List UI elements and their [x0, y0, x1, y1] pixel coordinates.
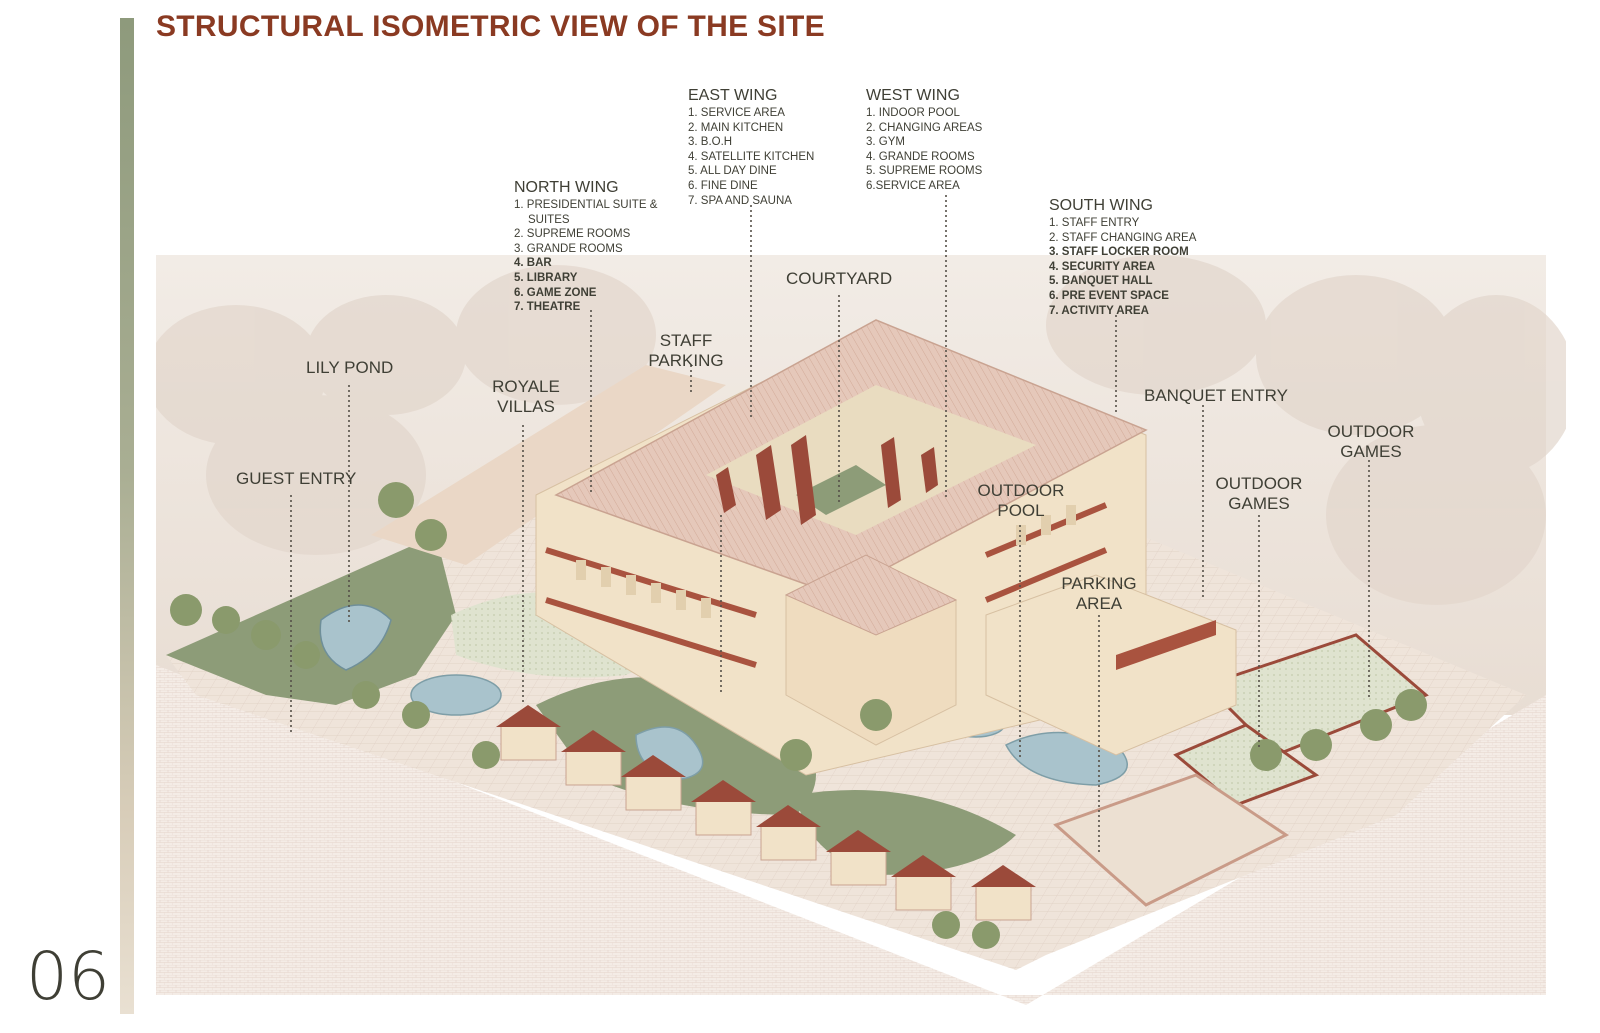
label-courtyard: COURTYARD — [786, 269, 893, 288]
east-wing-item: 2. MAIN KITCHEN — [688, 121, 784, 134]
royale-villas-row — [496, 705, 1036, 921]
page-title: STRUCTURAL ISOMETRIC VIEW OF THE SITE — [156, 10, 825, 43]
south-wing-title: SOUTH WING — [1049, 197, 1153, 214]
label-banquet-entry: BANQUET ENTRY — [1144, 386, 1288, 405]
west-wing-item: 3. GYM — [866, 136, 905, 149]
east-wing-item: 4. SATELLITE KITCHEN — [688, 150, 815, 163]
north-wing-item: 2. SUPREME ROOMS — [514, 228, 631, 241]
lily-pond — [319, 604, 392, 671]
courtyard-void — [706, 385, 1036, 535]
north-wing-item: 6. GAME ZONE — [514, 286, 597, 299]
label-outdoor-games-2: OUTDOOR GAMES — [1215, 474, 1303, 514]
isometric-site-drawing: NORTH WING 1. PRESIDENTIAL SUITE & SUITE… — [146, 55, 1576, 1015]
east-wing-legend: EAST WING 1. SERVICE AREA 2. MAIN KITCHE… — [688, 87, 814, 208]
pool-small — [410, 674, 502, 716]
west-wing-item: 6.SERVICE AREA — [866, 179, 960, 192]
east-wing-item: 6. FINE DINE — [688, 179, 758, 192]
courtyard-fins — [716, 435, 938, 525]
palm-trees — [170, 482, 1427, 949]
south-wing-legend: SOUTH WING 1. STAFF ENTRY 2. STAFF CHANG… — [1049, 197, 1196, 318]
label-parking-area: PARKING AREA — [1061, 574, 1137, 614]
south-wing-item: 4. SECURITY AREA — [1049, 260, 1156, 273]
lawn-west — [166, 535, 456, 705]
west-wing-title: WEST WING — [866, 87, 960, 104]
west-wing-item: 4. GRANDE ROOMS — [866, 150, 975, 163]
south-wing-item: 5. BANQUET HALL — [1049, 275, 1153, 288]
label-royale-villas: ROYALE VILLAS — [492, 377, 560, 417]
north-wing-item: 3. GRANDE ROOMS — [514, 242, 623, 255]
west-wing-item: 5. SUPREME ROOMS — [866, 165, 983, 178]
west-wing-item: 1. INDOOR POOL — [866, 107, 960, 119]
tree-silhouettes — [146, 255, 1576, 605]
north-wing-item: 5. LIBRARY — [514, 271, 578, 284]
site-illustration — [146, 195, 1576, 1005]
courtyard-garden — [796, 465, 886, 515]
window-grid — [576, 505, 1076, 618]
south-wing-item: 6. PRE EVENT SPACE — [1049, 289, 1169, 302]
west-wing-legend: WEST WING 1. INDOOR POOL 2. CHANGING ARE… — [866, 87, 982, 194]
west-wing-item: 2. CHANGING AREAS — [866, 121, 983, 134]
staff-parking-pad — [371, 365, 726, 565]
label-staff-parking: STAFF PARKING — [648, 331, 724, 371]
leader-lines — [290, 195, 1370, 855]
label-outdoor-pool: OUTDOOR POOL — [977, 481, 1065, 521]
south-wing-item: 2. STAFF CHANGING AREA — [1049, 231, 1197, 244]
north-wing-item: 1. PRESIDENTIAL SUITE & — [514, 199, 658, 211]
label-lily-pond: LILY POND — [306, 358, 394, 377]
north-wing-legend: NORTH WING 1. PRESIDENTIAL SUITE & SUITE… — [514, 179, 657, 315]
accent-bar — [120, 18, 134, 1014]
label-guest-entry: GUEST ENTRY — [236, 469, 357, 488]
label-outdoor-games-1: OUTDOOR GAMES — [1327, 422, 1415, 462]
page-number: 06 — [26, 938, 110, 1015]
east-wing-item: 3. B.O.H — [688, 136, 733, 149]
parking-lot — [1053, 773, 1289, 907]
north-wing-title: NORTH WING — [514, 179, 619, 196]
south-wing-item: 7. ACTIVITY AREA — [1049, 304, 1149, 317]
east-wing-item: 1. SERVICE AREA — [688, 107, 785, 119]
north-wing-item: 4. BAR — [514, 257, 552, 270]
east-wing-item: 5. ALL DAY DINE — [688, 165, 777, 178]
banquet-block — [985, 574, 1237, 756]
ground-base — [156, 665, 1546, 1005]
east-wing-title: EAST WING — [688, 87, 778, 104]
banquet-roof-band — [1116, 620, 1216, 670]
north-wing-item: 7. THEATRE — [514, 301, 581, 314]
north-wing-item: SUITES — [528, 213, 570, 226]
south-wing-item: 3. STAFF LOCKER ROOM — [1049, 246, 1189, 259]
east-wing-item: 7. SPA AND SAUNA — [688, 194, 792, 207]
south-wing-item: 1. STAFF ENTRY — [1049, 217, 1140, 229]
entrance-roof — [784, 554, 958, 636]
